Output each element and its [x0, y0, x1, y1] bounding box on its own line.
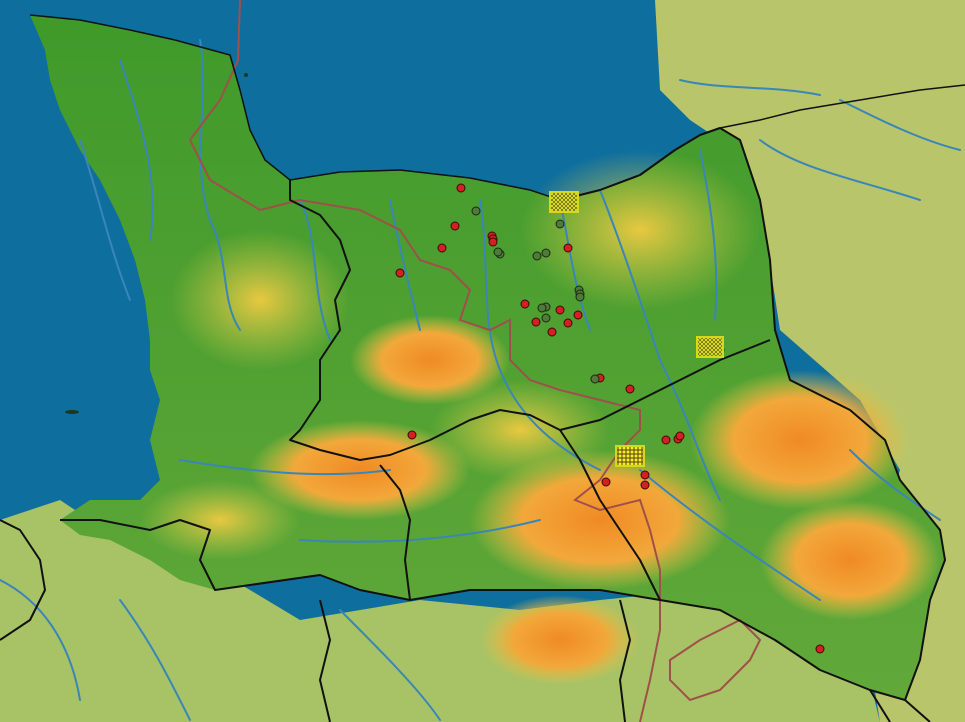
border-line	[0, 519, 46, 641]
red-site-dot	[520, 299, 530, 309]
river	[79, 139, 131, 301]
river	[479, 199, 601, 471]
island	[65, 410, 79, 414]
border-line	[559, 429, 661, 601]
red-site-dot	[563, 318, 573, 328]
rivers	[0, 39, 961, 721]
relief-hills-west	[170, 230, 350, 370]
river	[389, 199, 421, 331]
red-site-dot	[661, 435, 671, 445]
river	[639, 469, 821, 601]
green-site-dot	[537, 303, 547, 313]
geology-boundary	[188, 0, 661, 722]
river	[849, 449, 941, 521]
green-sites	[471, 206, 725, 384]
green-site-dot	[471, 206, 481, 216]
hatched-marker	[615, 445, 645, 467]
border-line	[319, 599, 331, 722]
red-site-dot	[601, 477, 611, 487]
relief-upland-4	[690, 370, 910, 510]
river	[299, 519, 541, 543]
river	[299, 199, 331, 341]
river	[559, 199, 591, 331]
island	[244, 73, 248, 77]
relief-south-pocket	[480, 595, 640, 685]
red-sites	[395, 183, 825, 654]
red-site-dot	[407, 430, 417, 440]
river	[199, 39, 241, 331]
red-site-dot	[573, 310, 583, 320]
river	[119, 59, 154, 241]
green-site-dot	[541, 248, 551, 258]
red-site-dot	[675, 431, 685, 441]
river	[839, 99, 961, 151]
river	[0, 579, 81, 701]
red-site-dot	[555, 305, 565, 315]
border-line	[619, 599, 631, 722]
green-site-dot	[575, 292, 585, 302]
hatched-marker	[549, 191, 579, 213]
red-site-dot	[531, 317, 541, 327]
green-site-dot	[541, 313, 551, 323]
river	[699, 149, 718, 321]
relief-hills-sw	[140, 480, 300, 560]
green-site-dot	[532, 251, 542, 261]
red-site-dot	[450, 221, 460, 231]
relief-upland-5	[760, 500, 940, 620]
red-site-dot	[815, 644, 825, 654]
hatched-marker	[696, 336, 724, 358]
red-site-dot	[625, 384, 635, 394]
green-site-dot	[590, 374, 600, 384]
red-site-dot	[563, 243, 573, 253]
relief-upland-1	[350, 315, 510, 405]
green-site-dot	[493, 247, 503, 257]
border-line	[904, 699, 931, 722]
coastline	[29, 14, 965, 201]
river	[759, 139, 921, 201]
green-site-dot	[555, 219, 565, 229]
border-line	[869, 689, 891, 722]
land-south	[0, 500, 880, 722]
relief-upland-3	[470, 450, 730, 590]
red-site-dot	[456, 183, 466, 193]
border-line	[289, 180, 771, 461]
relief-hills-north	[520, 150, 760, 310]
red-site-dot	[395, 268, 405, 278]
border-line	[379, 464, 411, 601]
river	[179, 459, 391, 476]
river	[119, 599, 191, 721]
borders	[0, 127, 946, 722]
river	[339, 609, 441, 721]
geology-boundary	[669, 618, 762, 702]
red-site-dot	[547, 327, 557, 337]
red-site-dot	[640, 470, 650, 480]
red-site-dot	[437, 243, 447, 253]
relief-upland-6	[430, 380, 610, 480]
border-line	[60, 127, 946, 701]
red-site-dot	[488, 237, 498, 247]
river	[679, 79, 821, 96]
red-site-dot	[640, 480, 650, 490]
river	[599, 189, 721, 501]
